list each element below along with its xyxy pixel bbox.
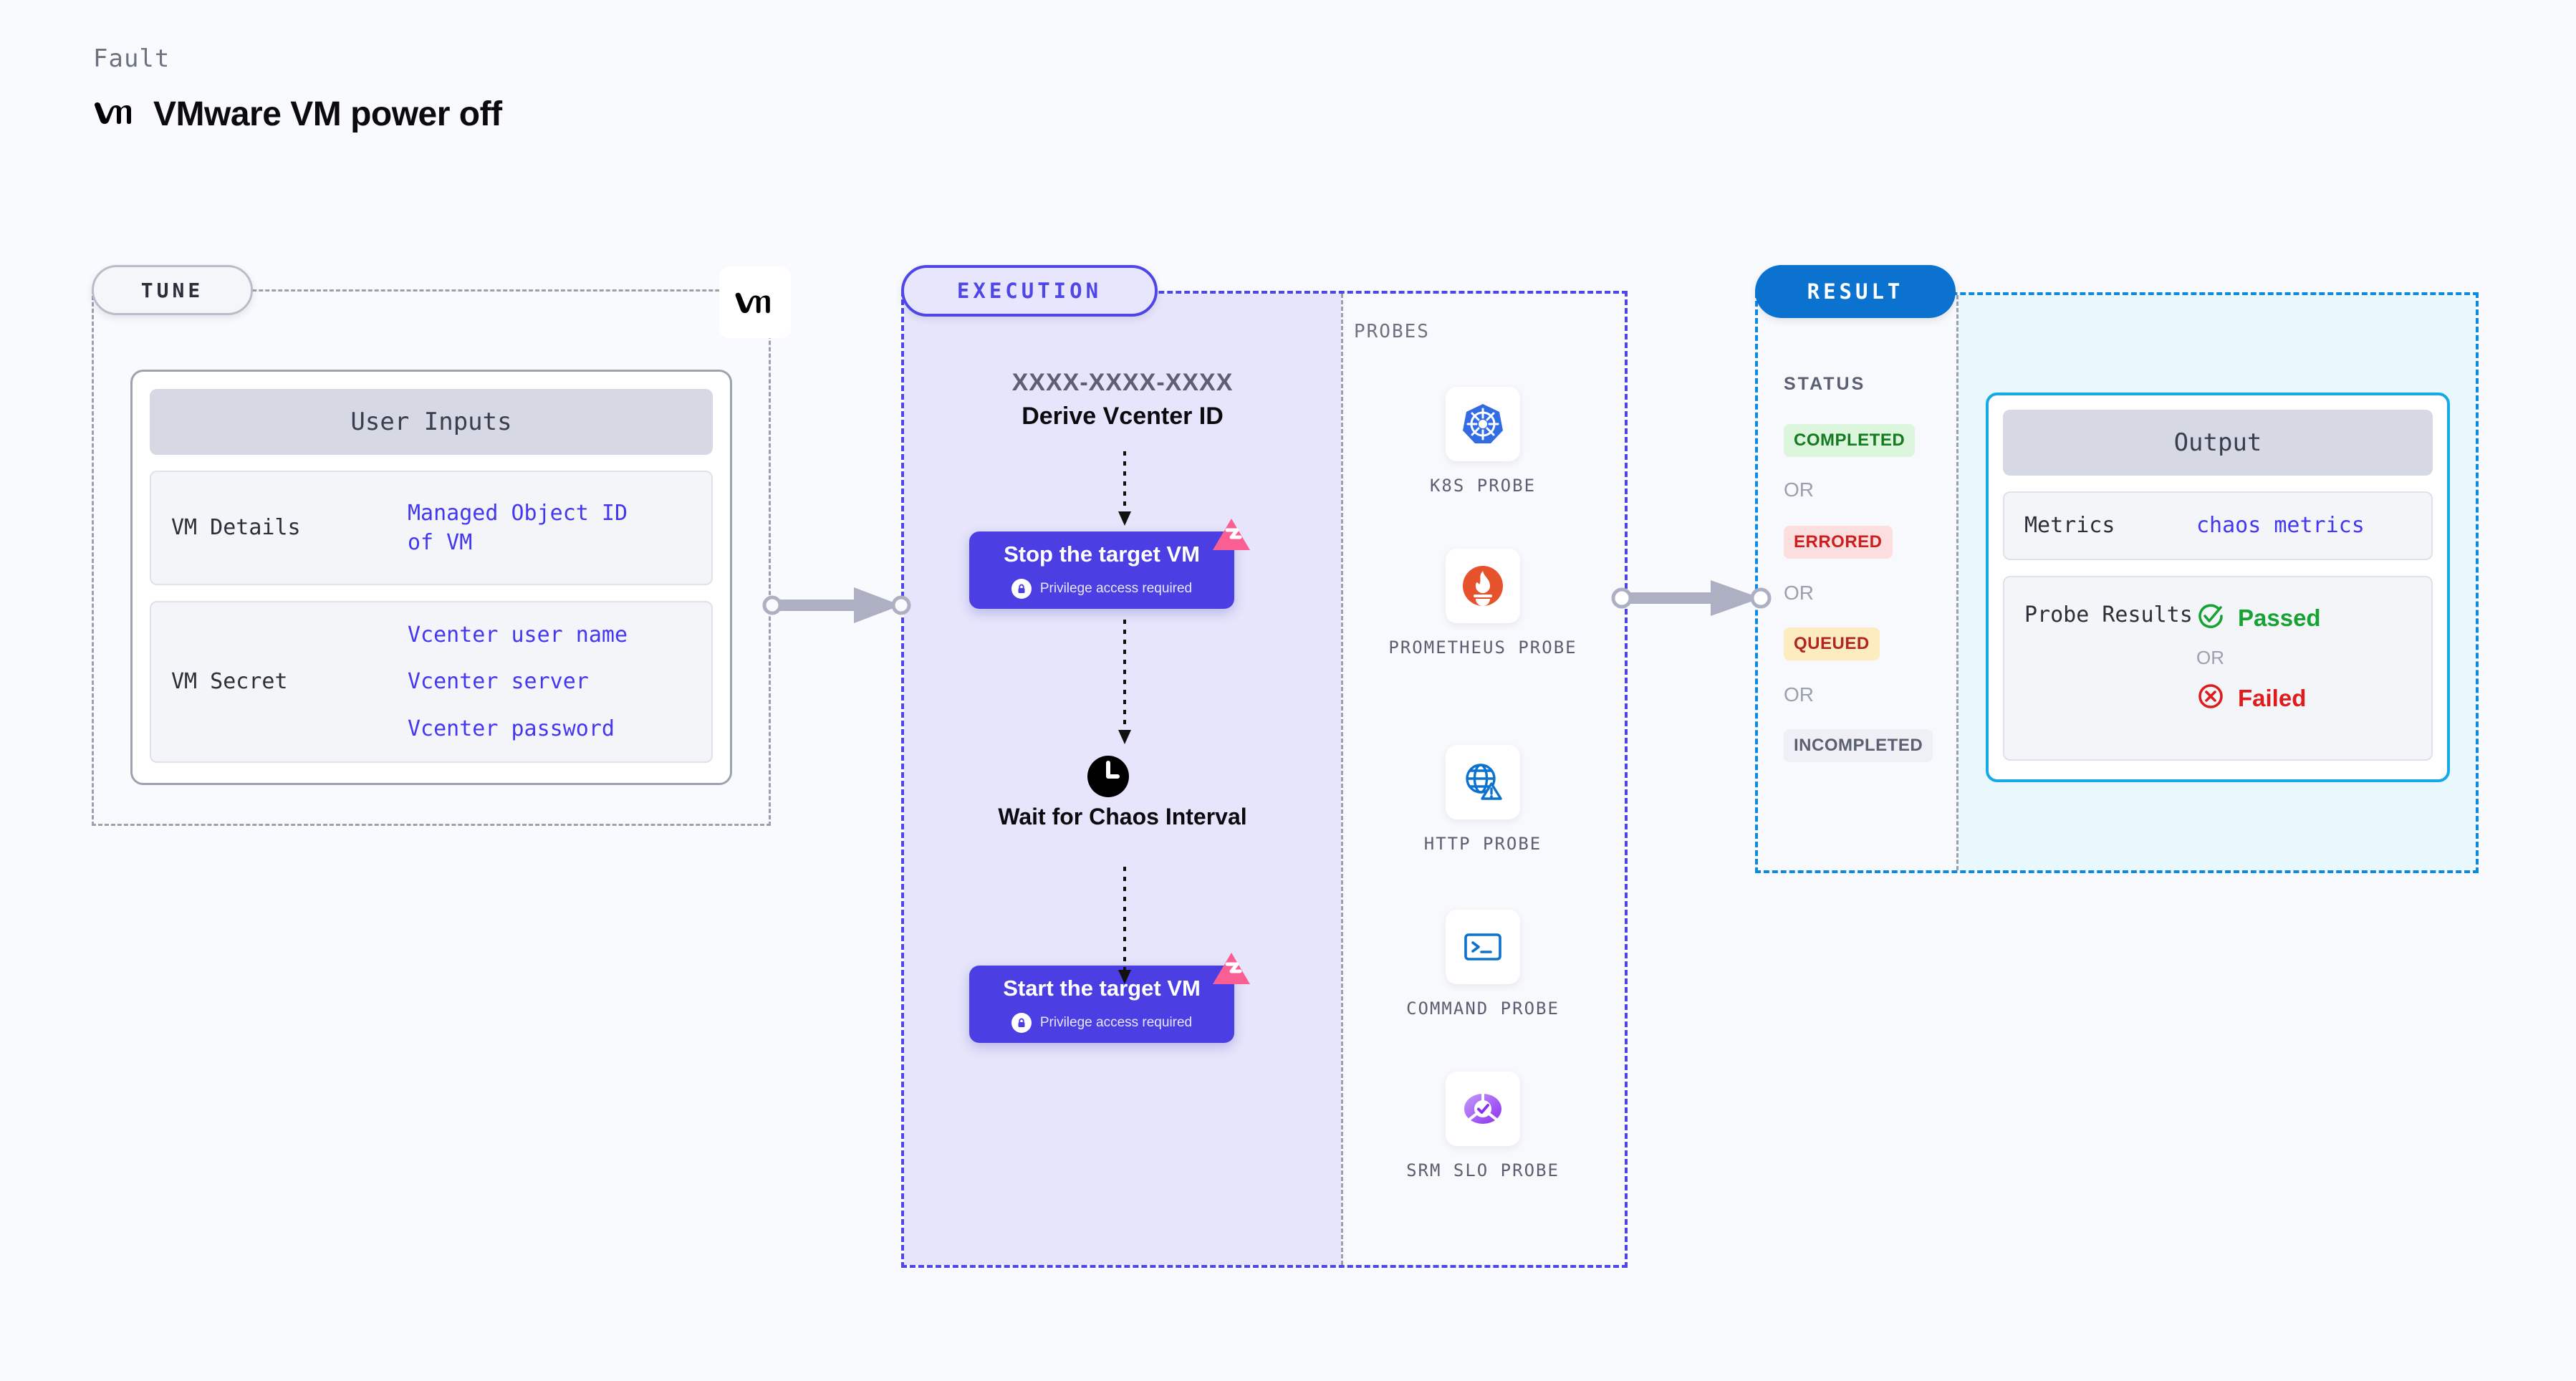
vmware-logo-icon [93, 100, 138, 129]
metrics-key: Metrics [2024, 513, 2115, 539]
start-target-vm-title: Start the target VM [1003, 976, 1201, 1001]
status-or-3: OR [1784, 683, 1814, 706]
probe-results-values: Passed OR Failed [2196, 602, 2321, 714]
arrow-right-icon [1609, 573, 1774, 627]
status-badge-completed: COMPLETED [1784, 424, 1916, 457]
vm-secret-key: VM Secret [171, 669, 288, 695]
probe-label-http: HTTP PROBE [1423, 834, 1542, 854]
execution-panel [901, 291, 1628, 1268]
metrics-value: chaos metrics [2196, 513, 2365, 539]
status-label: STATUS [1784, 374, 1866, 394]
derive-vcenter-id-value: XXXX-XXXX-XXXX [1011, 369, 1234, 396]
stop-target-vm-title: Stop the target VM [1004, 542, 1200, 567]
page-header: Fault VMware VM power off [93, 44, 502, 134]
probe-item-command[interactable]: COMMAND PROBE [1341, 910, 1625, 1020]
probe-item-prometheus[interactable]: PROMETHEUS PROBE [1341, 549, 1625, 659]
vm-details-values: Managed Object ID of VM [408, 500, 628, 557]
wait-for-chaos-interval-label: Wait for Chaos Interval [998, 804, 1247, 829]
vm-details-row: VM Details Managed Object ID of VM [150, 471, 713, 585]
kubernetes-icon [1446, 387, 1520, 461]
litmus-chaos-badge-icon [1211, 517, 1251, 557]
execution-stage-label: EXECUTION [956, 279, 1102, 303]
status-badge-errored: ERRORED [1784, 526, 1893, 559]
result-stage-label: RESULT [1807, 279, 1904, 304]
probe-label-k8s: K8S PROBE [1429, 476, 1537, 496]
check-circle-icon [2196, 602, 2225, 634]
vm-secret-value-server: Vcenter server [408, 669, 589, 695]
vm-details-value-line1: Managed Object ID [408, 500, 628, 526]
execution-stage-pill[interactable]: EXECUTION [901, 265, 1158, 317]
start-target-vm-card[interactable]: Start the target VM Privilege access req… [969, 953, 1250, 1043]
probe-label-srm-slo: SRM SLO PROBE [1406, 1160, 1559, 1180]
title-row: VMware VM power off [93, 95, 502, 134]
vm-details-key: VM Details [171, 515, 301, 541]
status-or-1: OR [1784, 478, 1814, 501]
http-globe-warning-icon [1446, 745, 1520, 819]
srm-slo-donut-icon [1446, 1072, 1520, 1146]
x-circle-icon [2196, 682, 2225, 714]
result-stage-pill[interactable]: RESULT [1755, 265, 1956, 318]
arrow-right-icon [761, 580, 911, 634]
probe-result-failed: Failed [2196, 682, 2321, 714]
flow-connector-arrow-icon [1096, 867, 1153, 992]
flow-connector-arrow-icon [1096, 451, 1153, 534]
page-title: VMware VM power off [153, 95, 502, 133]
tune-stage-label: TUNE [140, 278, 204, 302]
litmus-chaos-badge-icon [1211, 951, 1251, 991]
output-header: Output [2003, 410, 2433, 476]
result-panel [1755, 292, 2479, 873]
output-card: Output Metrics chaos metrics Probe Resul… [1986, 393, 2450, 782]
lock-icon [1011, 1013, 1032, 1033]
probe-result-or: OR [2196, 647, 2224, 668]
vm-secret-value-username: Vcenter user name [408, 622, 628, 648]
lock-icon [1011, 579, 1032, 599]
probes-label: PROBES [1354, 321, 1430, 342]
metrics-row: Metrics chaos metrics [2003, 491, 2433, 560]
flow-connector-arrow-icon [1096, 620, 1153, 752]
vm-secret-value-password: Vcenter password [408, 716, 615, 741]
fault-eyebrow: Fault [93, 44, 170, 73]
probe-item-srm-slo[interactable]: SRM SLO PROBE [1341, 1072, 1625, 1182]
status-badge-queued: QUEUED [1784, 627, 1880, 660]
probe-result-failed-label: Failed [2238, 684, 2307, 711]
vm-secret-values: Vcenter user name Vcenter server Vcenter… [408, 622, 628, 743]
vmware-logo-icon [719, 266, 791, 338]
probe-result-passed: Passed [2196, 602, 2321, 634]
user-inputs-header: User Inputs [150, 389, 713, 455]
stop-target-vm-card[interactable]: Stop the target VM Privilege access requ… [969, 519, 1250, 609]
vm-details-value-line2: of VM [408, 530, 473, 555]
stop-target-vm-subtitle-row: Privilege access required [1011, 579, 1192, 599]
start-target-vm-subtitle: Privilege access required [1039, 1015, 1193, 1030]
probe-results-row: Probe Results Passed OR [2003, 576, 2433, 761]
prometheus-icon [1446, 549, 1520, 623]
terminal-icon [1446, 910, 1520, 984]
stop-target-vm-subtitle: Privilege access required [1039, 581, 1193, 596]
probe-label-prometheus: PROMETHEUS PROBE [1388, 637, 1577, 658]
clock-icon [1086, 754, 1130, 802]
start-target-vm-subtitle-row: Privilege access required [1011, 1013, 1192, 1033]
vm-secret-row: VM Secret Vcenter user name Vcenter serv… [150, 601, 713, 763]
status-badge-incompleted: INCOMPLETED [1784, 729, 1933, 762]
tune-stage-pill[interactable]: TUNE [92, 265, 253, 315]
probe-item-http[interactable]: HTTP PROBE [1341, 745, 1625, 855]
probe-results-key: Probe Results [2024, 602, 2196, 629]
status-or-2: OR [1784, 582, 1814, 604]
tune-panel [92, 289, 771, 826]
probe-result-passed-label: Passed [2238, 604, 2321, 631]
probe-label-command: COMMAND PROBE [1406, 999, 1559, 1019]
user-inputs-card: User Inputs VM Details Managed Object ID… [130, 370, 732, 785]
probe-results-key-line1: Probe Results [2024, 602, 2193, 627]
derive-vcenter-id-label: Derive Vcenter ID [1022, 403, 1224, 430]
status-column [1758, 295, 1959, 870]
probe-item-k8s[interactable]: K8S PROBE [1341, 387, 1625, 497]
